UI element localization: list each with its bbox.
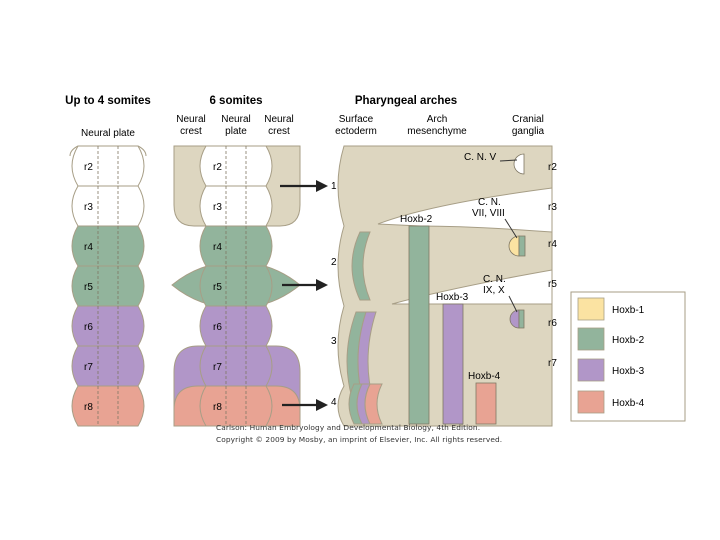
title-6-somites: 6 somites [209, 95, 262, 107]
legend-swatch-hoxb1 [578, 298, 604, 320]
label-r3: r3 [84, 202, 93, 213]
label-r5: r5 [213, 282, 222, 293]
ganglion-label-cn78-1: C. N. [478, 197, 501, 208]
arrow-head-3 [316, 399, 328, 411]
subheader-neural-plate-mid-2: plate [225, 126, 247, 137]
label-r6: r6 [213, 322, 222, 333]
right-label-r5: r5 [548, 279, 557, 290]
subheader-surface-ectoderm-2: ectoderm [335, 126, 377, 137]
right-label-r6: r6 [548, 318, 557, 329]
arch-number-4: 4 [331, 397, 337, 408]
title-up-to-4-somites: Up to 4 somites [65, 95, 151, 107]
segment-r6 [200, 306, 272, 346]
segment-r7 [72, 346, 144, 386]
ganglion-cn910-hoxb2 [519, 310, 524, 328]
label-r7: r7 [213, 362, 222, 373]
pharyngeal-arches-panel: Hoxb-2 Hoxb-3 Hoxb-4 1 2 3 4 C. N. V C. … [331, 146, 557, 426]
subheader-neural-plate-mid-1: Neural [221, 114, 250, 125]
segment-r5 [200, 266, 272, 306]
six-somites-panel: r2 r3 r4 r5 r6 r7 r8 [172, 146, 300, 426]
segment-r5 [72, 266, 144, 306]
label-r4: r4 [84, 242, 93, 253]
label-r6: r6 [84, 322, 93, 333]
subheader-neural-plate: Neural plate [81, 128, 135, 139]
legend: Hoxb-1 Hoxb-2 Hoxb-3 Hoxb-4 [571, 292, 685, 421]
segment-r2 [200, 146, 272, 186]
label-r7: r7 [84, 362, 93, 373]
right-label-r3: r3 [548, 202, 557, 213]
segment-r4 [72, 226, 144, 266]
ganglion-cn78-hoxb2 [519, 236, 525, 256]
label-r4: r4 [213, 242, 222, 253]
subheader-neural-crest-right-2: crest [268, 126, 290, 137]
arrow-head-2 [316, 279, 328, 291]
label-r8: r8 [84, 402, 93, 413]
right-label-r4: r4 [548, 239, 557, 250]
segment-r8 [200, 386, 272, 426]
ganglion-label-cn910-2: IX, X [483, 285, 505, 296]
hoxb3-bar [443, 304, 463, 424]
hoxb2-label: Hoxb-2 [400, 214, 433, 225]
subheader-neural-crest-left-1: Neural [176, 114, 205, 125]
right-label-r2: r2 [548, 162, 557, 173]
arrow-head-1 [316, 180, 328, 192]
segment-r2 [72, 146, 144, 186]
label-r3: r3 [213, 202, 222, 213]
label-r5: r5 [84, 282, 93, 293]
subheader-cranial-ganglia-1: Cranial [512, 114, 544, 125]
legend-swatch-hoxb4 [578, 391, 604, 413]
arch-number-2: 2 [331, 257, 337, 268]
subheader-cranial-ganglia-2: ganglia [512, 126, 545, 137]
subheader-arch-mesenchyme-1: Arch [427, 114, 448, 125]
right-label-r7: r7 [548, 358, 557, 369]
segment-r3 [72, 186, 144, 226]
subheader-arch-mesenchyme-2: mesenchyme [407, 126, 467, 137]
hoxb4-label: Hoxb-4 [468, 371, 501, 382]
neural-plate-panel: r2 r3 r4 r5 r6 r7 r8 [70, 146, 146, 426]
legend-label-hoxb4: Hoxb-4 [612, 398, 645, 409]
segment-r3 [200, 186, 272, 226]
hoxb3-label: Hoxb-3 [436, 292, 469, 303]
arch-number-3: 3 [331, 336, 337, 347]
credit-line-2: Copyright © 2009 by Mosby, an imprint of… [216, 435, 502, 444]
subheader-neural-crest-right-1: Neural [264, 114, 293, 125]
label-r2: r2 [213, 162, 222, 173]
hoxb2-bar [409, 226, 429, 424]
ganglion-label-cn5: C. N. V [464, 152, 497, 163]
arch-number-1: 1 [331, 181, 337, 192]
legend-swatch-hoxb2 [578, 328, 604, 350]
segment-r7 [200, 346, 272, 386]
hoxb4-bar [476, 383, 496, 424]
label-r2: r2 [84, 162, 93, 173]
ganglion-label-cn78-2: VII, VIII [472, 208, 505, 219]
subheader-surface-ectoderm-1: Surface [339, 114, 374, 125]
title-pharyngeal-arches: Pharyngeal arches [355, 95, 457, 107]
legend-label-hoxb2: Hoxb-2 [612, 335, 645, 346]
label-r8: r8 [213, 402, 222, 413]
legend-label-hoxb1: Hoxb-1 [612, 305, 645, 316]
segment-r6 [72, 306, 144, 346]
legend-swatch-hoxb3 [578, 359, 604, 381]
subheader-neural-crest-left-2: crest [180, 126, 202, 137]
legend-label-hoxb3: Hoxb-3 [612, 366, 645, 377]
ganglion-label-cn910-1: C. N. [483, 274, 506, 285]
segment-r4 [200, 226, 272, 266]
segment-r8 [72, 386, 144, 426]
credit-line-1: Carlson: Human Embryology and Developmen… [216, 423, 480, 432]
